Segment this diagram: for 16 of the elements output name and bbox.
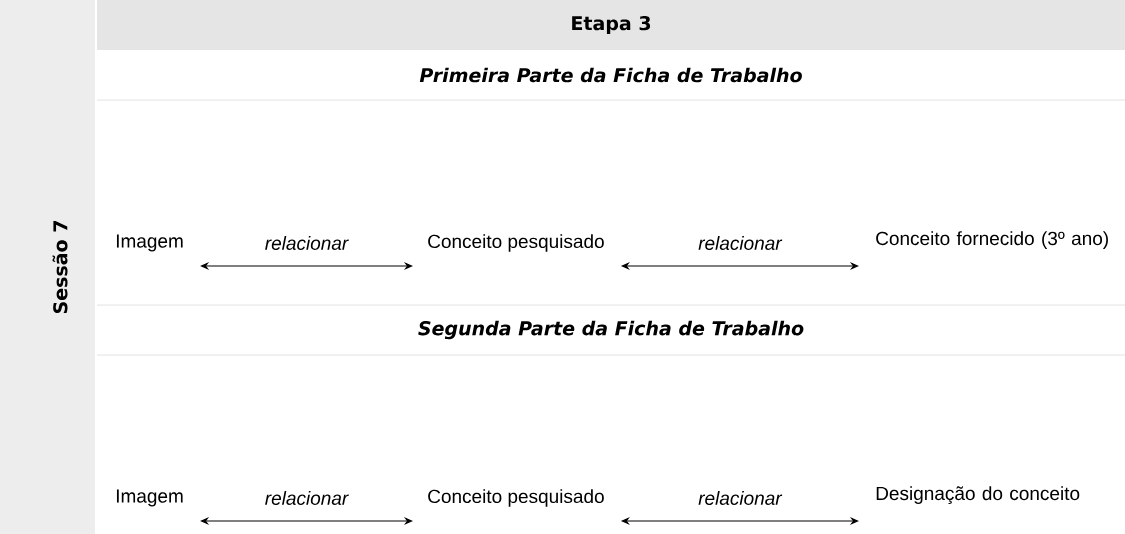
section-heading: Segunda Parte da Ficha de Trabalho xyxy=(418,320,804,340)
text-label: Imagem xyxy=(116,234,183,252)
text-label: Imagem xyxy=(116,489,183,507)
edge-label: relacionar xyxy=(697,235,783,251)
double-arrow xyxy=(200,261,413,271)
side-header: Sessão 7 xyxy=(0,0,95,534)
text-label: Conceito fornecido (3º ano) xyxy=(876,231,1108,249)
edge-label: relacionar xyxy=(263,235,350,251)
double-arrow xyxy=(200,516,413,526)
edge-label: relacionar xyxy=(263,490,350,506)
text-label: Designação do conceito xyxy=(876,486,1080,504)
edge-label: relacionar xyxy=(697,490,783,506)
section-heading: Primeira Parte da Ficha de Trabalho xyxy=(419,67,802,83)
text-label: Conceito pesquisado xyxy=(428,489,604,507)
text-label: Conceito pesquisado xyxy=(428,234,604,252)
table-header: Etapa 3 xyxy=(97,0,1125,50)
